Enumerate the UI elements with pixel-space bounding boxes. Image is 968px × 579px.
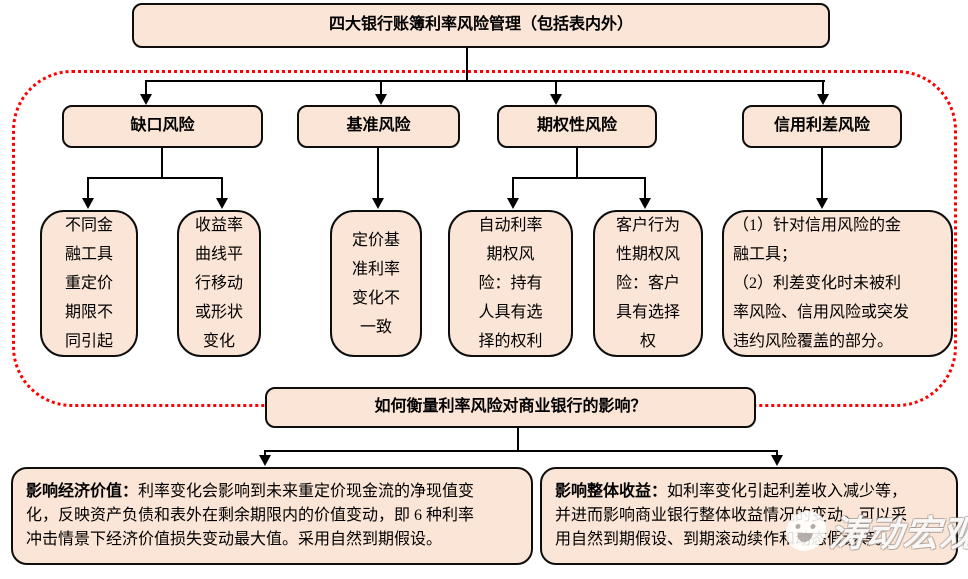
smiley-face-icon: [783, 511, 829, 551]
connector-line: [145, 80, 825, 82]
detail-option-automatic: 自动利率 期权风 险：持有 人具有选 择的权利: [448, 210, 573, 357]
connector-line: [822, 80, 824, 96]
connector-line: [380, 80, 382, 96]
arrow-down-icon: [259, 455, 271, 466]
watermark: 涛动宏观: [783, 505, 968, 557]
connector-line: [576, 148, 578, 179]
arrow-down-icon: [639, 198, 651, 209]
connector-line: [87, 177, 89, 199]
impact-economic-value-title: 影响经济价值：: [26, 483, 139, 500]
risk-type-gap: 缺口风险: [62, 105, 263, 148]
connector-line: [512, 177, 514, 199]
question-box: 如何衡量利率风险对商业银行的影响？: [265, 387, 756, 428]
connector-line: [221, 177, 223, 199]
impact-overall-earnings-title: 影响整体收益：: [555, 483, 668, 500]
connector-line: [145, 80, 147, 96]
arrow-down-icon: [140, 94, 152, 105]
smiley-eye-icon: [795, 524, 801, 529]
detail-gap-yield-curve: 收益率 曲线平 行移动 或形状 变化: [177, 210, 261, 357]
impact-overall-earnings-box: 影响整体收益：如利率变化引起利差收入减少等， 并进而影响商业银行整体收益情况的变…: [540, 467, 958, 565]
detail-option-behavioral: 客户行为 性期权风 险：客户 具有选择 权: [593, 210, 703, 357]
connector-line: [821, 148, 823, 199]
connector-line: [555, 80, 557, 96]
impact-economic-value-text: 影响经济价值：利率变化会影响到未来重定价现金流的净现值变 化，反映资产负债和表外…: [26, 480, 474, 552]
impact-economic-value-body: 利率变化会影响到未来重定价现金流的净现值变 化，反映资产负债和表外在剩余期限内的…: [26, 483, 475, 548]
detail-credit-spread: （1）针对信用风险的金 融工具； （2）利差变化时未被利 率风险、信用风险或突发…: [722, 210, 953, 357]
connector-line: [87, 177, 223, 179]
connector-line: [161, 148, 163, 179]
connector-line: [512, 177, 646, 179]
connector-line: [466, 48, 468, 82]
arrow-down-icon: [550, 94, 562, 105]
risk-type-credit-spread: 信用利差风险: [742, 105, 902, 148]
connector-line: [644, 177, 646, 199]
detail-gap-repricing: 不同金 融工具 重定价 期限不 同引起: [40, 210, 138, 357]
arrow-down-icon: [216, 198, 228, 209]
arrow-down-icon: [82, 198, 94, 209]
connector-line: [517, 428, 519, 452]
risk-type-option: 期权性风险: [497, 105, 657, 148]
root-box: 四大银行账簿利率风险管理（包括表内外）: [132, 3, 830, 48]
watermark-text: 涛动宏观: [827, 514, 968, 554]
arrow-down-icon: [817, 94, 829, 105]
detail-basis-pricing: 定价基 准利率 变化不 一致: [330, 210, 422, 357]
risk-type-basis: 基准风险: [297, 105, 460, 148]
connector-line: [377, 148, 379, 199]
connector-line: [264, 450, 778, 452]
connector-line: [264, 450, 266, 457]
arrow-down-icon: [375, 94, 387, 105]
arrow-down-icon: [771, 455, 783, 466]
connector-line: [776, 450, 778, 457]
smiley-eye-icon: [810, 524, 816, 529]
arrow-down-icon: [372, 198, 384, 209]
arrow-down-icon: [816, 198, 828, 209]
impact-economic-value-box: 影响经济价值：利率变化会影响到未来重定价现金流的净现值变 化，反映资产负债和表外…: [11, 467, 533, 565]
smiley-mouth-icon: [796, 533, 813, 542]
arrow-down-icon: [507, 198, 519, 209]
